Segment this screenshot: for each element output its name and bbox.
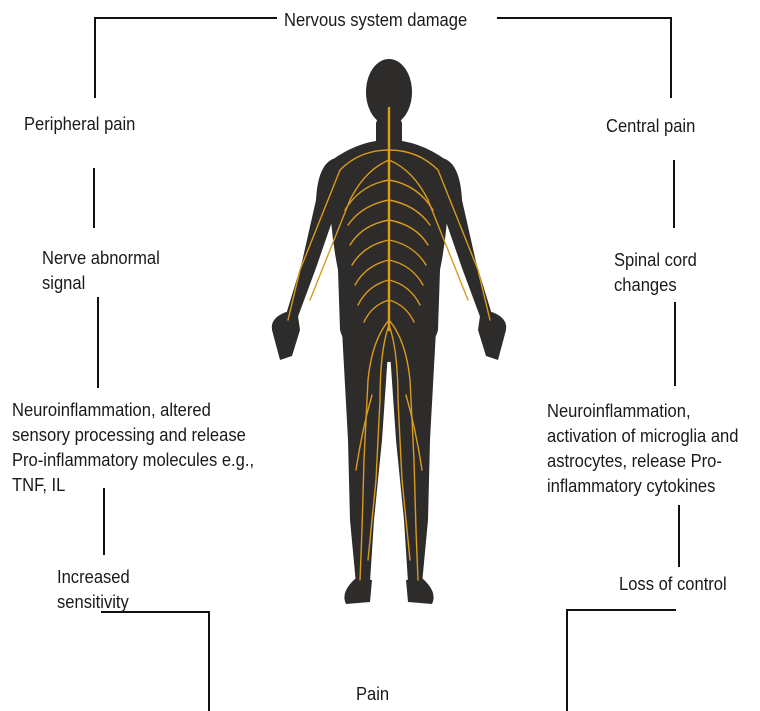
top-label: Nervous system damage [284,8,467,33]
increased-sensitivity-label: Increased sensitivity [57,565,130,615]
pain-label: Pain [356,682,389,707]
peripheral-neuroinflammation-label: Neuroinflammation, altered sensory proce… [12,398,254,498]
central-pain-label: Central pain [606,114,695,139]
peripheral-pain-label: Peripheral pain [24,112,135,137]
spinal-cord-changes-label: Spinal cord changes [614,248,697,298]
loss-of-control-label: Loss of control [619,572,727,597]
nerve-abnormal-signal-label: Nerve abnormal signal [42,246,160,296]
central-neuroinflammation-label: Neuroinflammation, activation of microgl… [547,399,738,499]
